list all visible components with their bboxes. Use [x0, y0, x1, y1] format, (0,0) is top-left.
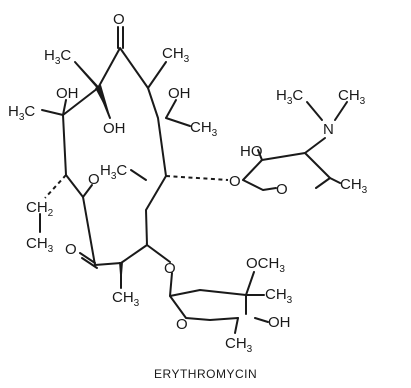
- macrolactone-ring-bond: [62, 47, 167, 266]
- wedge-bond: [78, 64, 102, 90]
- methoxy-label: OCH3: [246, 255, 285, 275]
- wedge-bonds: [78, 64, 170, 287]
- desosamine-methyl-bond: [329, 177, 341, 184]
- hydroxyl-label: OH: [268, 314, 291, 331]
- hydroxyl-label: HO: [240, 143, 263, 160]
- glycosidic-oxygen-label: O: [164, 260, 176, 277]
- methyl-label: CH3: [112, 289, 140, 309]
- desosamine-hydroxyl-bond: [257, 149, 263, 161]
- glycosidic-bond-upper: [165, 175, 229, 181]
- methyl-bond: [130, 169, 147, 181]
- methyl-label: CH3: [26, 235, 54, 255]
- hydroxyl-bond: [165, 99, 177, 119]
- carbonyl-double-bond: [79, 252, 96, 264]
- wedge-bond: [145, 243, 170, 262]
- n-methyl-label: H3C: [276, 87, 303, 107]
- ethyl-stereo-bond: [44, 174, 67, 199]
- n-methyl-bond: [334, 101, 348, 121]
- glycosidic-oxygen-label: O: [229, 173, 241, 190]
- cladinose-methyl-bond: [234, 317, 239, 334]
- hydroxyl-label: OH: [168, 85, 191, 102]
- methyl-label: CH3: [340, 176, 368, 196]
- methyl-bond: [165, 117, 191, 127]
- ketone-oxygen-label: O: [113, 11, 125, 28]
- methyl-bond: [147, 61, 167, 89]
- methyl-label: CH3: [265, 286, 293, 306]
- methylene-label: CH2: [26, 199, 54, 219]
- methyl-label: CH3: [190, 119, 218, 139]
- ring-oxygen-label: O: [276, 181, 288, 198]
- methyl-label: CH3: [162, 45, 190, 65]
- hydroxyl-label: OH: [103, 120, 126, 137]
- wedge-bond: [95, 85, 110, 116]
- n-methyl-label: CH3: [338, 87, 366, 107]
- hydroxyl-label: OH: [56, 85, 79, 102]
- lactone-oxygen-label: O: [88, 171, 100, 188]
- cladinose-hydroxyl-bond: [254, 317, 269, 323]
- glycosidic-bond-lower: [169, 272, 173, 297]
- atom-labels: O H3C CH3 OH OH H3C OH CH3 CH2 CH3 O O H…: [8, 11, 368, 381]
- methyl-label: CH3: [225, 335, 253, 355]
- carbonyl-double-bond: [81, 257, 98, 269]
- methyl-label: H3C: [8, 103, 35, 123]
- ring-oxygen-label: O: [176, 316, 188, 333]
- molecule-caption: ERYTHROMYCIN: [154, 367, 257, 381]
- wedge-bond: [119, 262, 123, 287]
- lactone-bond: [82, 184, 93, 198]
- hydroxyl-bond: [62, 99, 67, 116]
- n-methyl-bond: [306, 101, 323, 121]
- desosamine-n-bond: [304, 137, 326, 154]
- nitrogen-label: N: [323, 121, 334, 138]
- methyl-label: H3C: [44, 47, 71, 67]
- cladinose-methoxy-bond: [245, 271, 255, 296]
- methyl-bond: [41, 109, 64, 116]
- cladinose-ring-bond: [169, 289, 247, 321]
- methyl-label: H3C: [100, 162, 127, 182]
- carbonyl-oxygen-label: O: [65, 241, 77, 258]
